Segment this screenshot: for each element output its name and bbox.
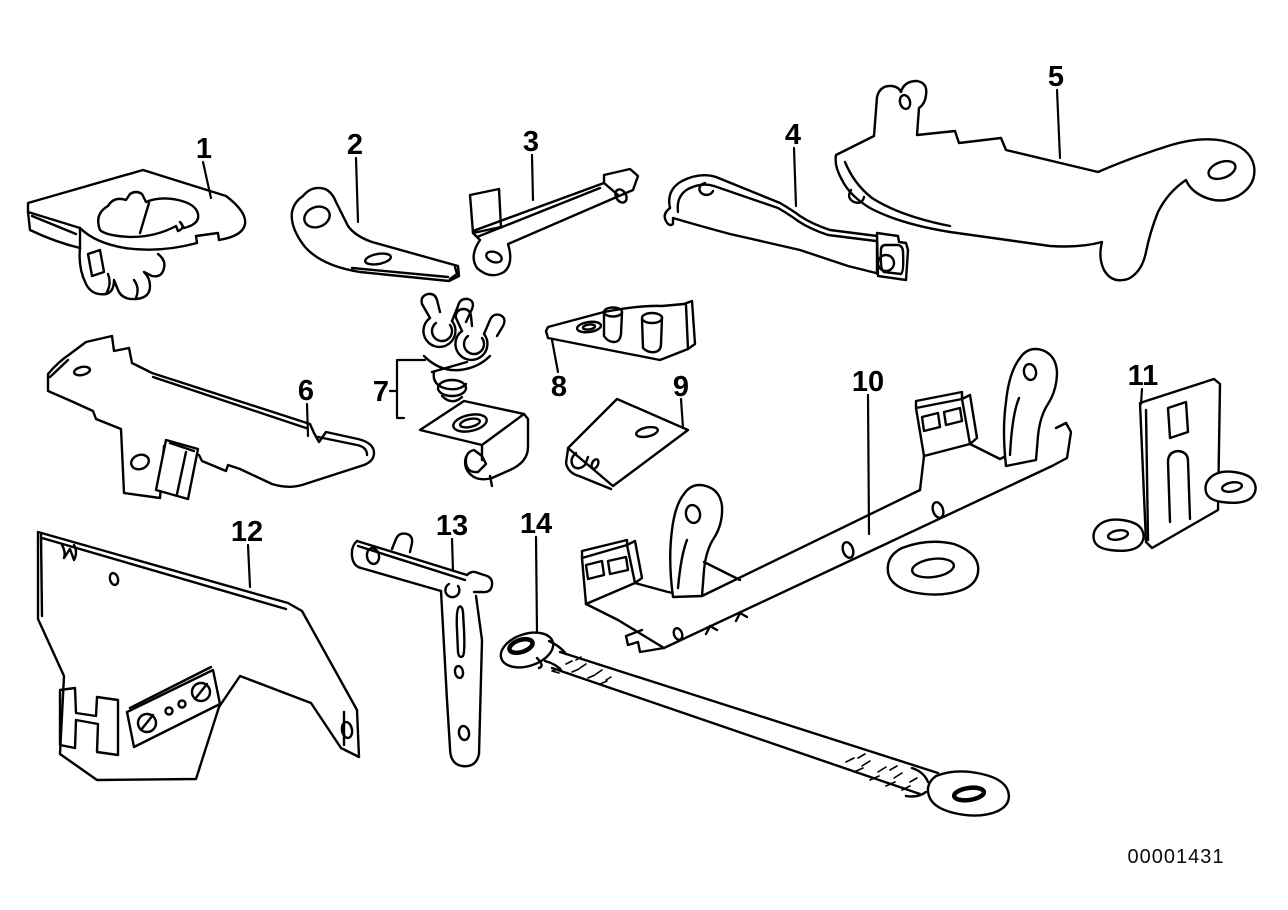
leader-8 — [550, 338, 560, 374]
part-8-hole — [575, 320, 603, 334]
leader-9 — [679, 397, 685, 430]
part-6-flap — [154, 438, 200, 501]
part-12-h-cutout — [58, 686, 120, 757]
part-4-c-hole — [698, 181, 715, 197]
part-7-hole — [452, 413, 488, 433]
part-6-tab-hole — [130, 453, 150, 471]
callout-label-13[interactable]: 13 — [436, 510, 468, 542]
leader-7 — [388, 358, 427, 420]
callout-label-7[interactable]: 7 — [373, 376, 389, 408]
part-2-drawing — [290, 186, 461, 283]
callout-label-1[interactable]: 1 — [196, 133, 212, 165]
leader-4 — [792, 146, 798, 208]
part-6-drawing — [46, 334, 376, 501]
part-10-eyelet-foot — [886, 540, 980, 596]
part-14-right-eyelet — [926, 770, 1011, 817]
part-1-drawing — [26, 168, 247, 301]
part-11-plate — [1138, 377, 1222, 550]
leader-12 — [246, 543, 252, 589]
part-12-outline — [36, 530, 361, 782]
part-2-hole — [303, 205, 331, 229]
callout-label-11[interactable]: 11 — [1128, 360, 1159, 392]
part-3-hole-a — [485, 250, 503, 264]
callout-label-14[interactable]: 14 — [520, 508, 552, 540]
part-12-drawing — [36, 530, 361, 782]
part-4-drawing — [663, 174, 910, 282]
callout-labels: 1 2 3 4 5 6 7 8 9 10 11 12 13 14 — [196, 61, 1158, 548]
part-11-foot-left — [1092, 518, 1145, 553]
part-13-hole-a — [365, 546, 381, 566]
callout-label-9[interactable]: 9 — [673, 371, 689, 403]
part-14-drawing — [499, 631, 1011, 817]
leader-10 — [866, 393, 871, 536]
callout-label-6[interactable]: 6 — [298, 375, 314, 407]
part-1-cutout — [97, 190, 200, 239]
part-10-right-tower — [1002, 347, 1059, 468]
part-10-tower-hole-left — [684, 503, 702, 525]
callout-label-12[interactable]: 12 — [231, 516, 263, 548]
part-11-rect-hole — [1166, 400, 1190, 440]
leader-11 — [1139, 387, 1144, 406]
part-10-tower-hole-right — [1022, 362, 1038, 382]
part-3-hole-b — [614, 188, 628, 204]
leader-3 — [530, 153, 535, 202]
callout-label-8[interactable]: 8 — [551, 371, 567, 403]
diagram-number: 00001431 — [1128, 846, 1225, 868]
part-13-drawing — [350, 532, 494, 768]
part-11-drawing — [1092, 377, 1257, 553]
leader-5 — [1055, 88, 1062, 160]
callout-label-4[interactable]: 4 — [785, 119, 801, 151]
part-2-slot — [363, 252, 393, 266]
part-12-strip — [125, 668, 222, 749]
part-9-hole — [634, 425, 660, 439]
part-4-hole — [876, 253, 896, 273]
callout-label-3[interactable]: 3 — [523, 126, 539, 158]
part-3-drawing — [468, 167, 640, 277]
part-6-end-hole — [72, 365, 92, 377]
leader-14 — [534, 535, 539, 634]
callout-label-5[interactable]: 5 — [1048, 61, 1064, 93]
callout-label-2[interactable]: 2 — [347, 129, 363, 161]
leader-1 — [201, 160, 213, 200]
part-5-end-hole — [1207, 159, 1237, 181]
part-9-drawing — [564, 397, 690, 491]
part-10-left-tower — [669, 483, 724, 599]
part-5-drawing — [834, 79, 1256, 282]
leader-6 — [305, 402, 310, 438]
callout-label-10[interactable]: 10 — [852, 366, 884, 398]
leader-13 — [450, 537, 455, 573]
callout-leaders — [201, 88, 1144, 634]
part-11-u-slot — [1166, 449, 1192, 524]
part-11-foot-right — [1204, 470, 1257, 505]
part-10-eyelet-hole — [910, 557, 956, 579]
part-8-drawing — [544, 299, 697, 362]
part-1-flange-hole — [86, 248, 106, 278]
leader-2 — [354, 156, 360, 224]
part-5-tab-hole — [898, 93, 912, 111]
part-13-slot — [455, 605, 466, 659]
part-7-drawing — [418, 292, 530, 488]
part-10-drawing — [580, 347, 1073, 654]
